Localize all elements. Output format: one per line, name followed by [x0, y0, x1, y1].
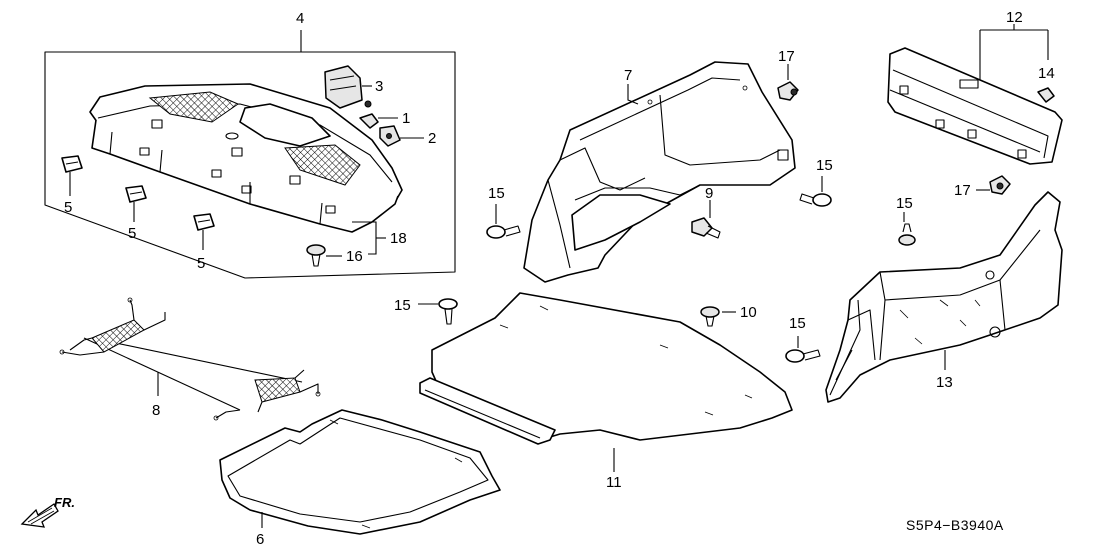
callout-15-e: 15	[394, 297, 411, 314]
part-10-plug	[700, 306, 720, 327]
part-11-trunk-floor-mat	[419, 292, 793, 445]
callout-5-c: 5	[197, 255, 205, 272]
callout-18: 18	[390, 230, 407, 247]
part-15-screw-d	[785, 349, 821, 363]
part-15-screw-e	[438, 298, 458, 325]
part-17-clip-top	[777, 81, 799, 101]
callout-17-top: 17	[778, 48, 795, 65]
part-17-clip-right	[989, 175, 1011, 195]
part-12-rear-panel-lining	[887, 47, 1063, 165]
part-9-bolt	[691, 217, 721, 239]
part-13-trunk-side-lining-right	[825, 191, 1063, 403]
part-15-screw-b	[799, 193, 832, 207]
part-7-trunk-side-lining-left	[523, 61, 796, 283]
part-5-clip-c	[193, 213, 215, 231]
diagram-code: S5P4−B3940A	[906, 517, 1004, 533]
part-3-speaker-bracket	[324, 65, 372, 109]
part-15-screw-a	[486, 225, 521, 239]
part-6-floor-mat	[219, 409, 501, 535]
callout-1: 1	[402, 110, 410, 127]
front-direction-label: FR.	[54, 495, 75, 510]
callout-14: 14	[1038, 65, 1055, 82]
callout-11: 11	[606, 474, 622, 491]
rear-tray-part	[89, 83, 403, 233]
callout-15-a: 15	[488, 185, 505, 202]
callout-16: 16	[346, 248, 363, 265]
callout-5-b: 5	[128, 225, 136, 242]
part-15-screw-c	[898, 223, 916, 246]
callout-17-right: 17	[954, 182, 971, 199]
callout-9: 9	[705, 185, 713, 202]
part-5-clip-b	[125, 185, 147, 203]
callout-7: 7	[624, 67, 632, 84]
callout-15-c: 15	[896, 195, 913, 212]
callout-15-d: 15	[789, 315, 806, 332]
callout-13: 13	[936, 374, 953, 391]
callout-12: 12	[1006, 9, 1023, 26]
part-2-grommet	[379, 125, 401, 147]
callout-4: 4	[296, 10, 304, 27]
part-14-clip	[1037, 87, 1055, 103]
callout-2: 2	[428, 130, 436, 147]
callout-15-b: 15	[816, 157, 833, 174]
group-4-outline-box	[44, 51, 456, 279]
part-1-clip	[359, 113, 379, 129]
part-5-clip-a	[61, 155, 83, 173]
part-16-fastener	[306, 244, 326, 267]
callout-5-a: 5	[64, 199, 72, 216]
rear-tray-assembly-group: 4 3	[44, 10, 456, 279]
front-direction-arrow-icon	[20, 503, 59, 528]
callout-10: 10	[740, 304, 757, 321]
callout-8: 8	[152, 402, 160, 419]
callout-3: 3	[375, 78, 383, 95]
callout-6: 6	[256, 531, 264, 548]
part-8-cargo-net	[59, 297, 321, 421]
